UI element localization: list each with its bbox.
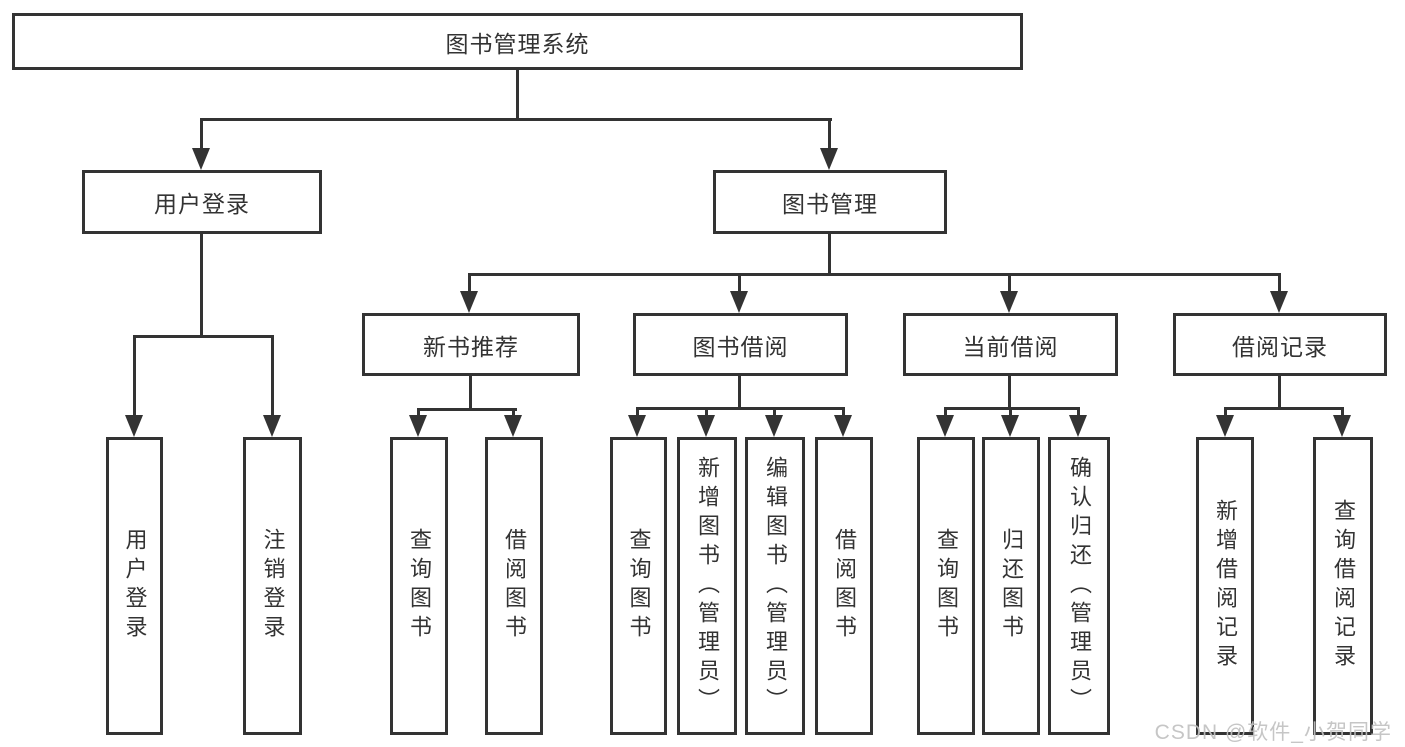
leaf-borrow-books-borrowing-label: 借阅图书 xyxy=(832,528,857,644)
arrow-down-icon xyxy=(125,415,143,437)
node-book-management: 图书管理 xyxy=(713,170,947,234)
node-user-login-label: 用户登录 xyxy=(154,191,250,217)
node-root: 图书管理系统 xyxy=(12,13,1023,70)
connector-line xyxy=(1077,407,1080,417)
leaf-query-books-borrowing-label: 查询图书 xyxy=(626,528,652,644)
node-book-borrowing-label: 图书借阅 xyxy=(692,333,789,360)
node-user-login: 用户登录 xyxy=(82,170,322,234)
leaf-borrow-books-recommend: 借阅图书 xyxy=(485,437,543,735)
leaf-borrow-books-borrowing: 借阅图书 xyxy=(815,437,873,735)
node-new-book-recommend-label: 新书推荐 xyxy=(423,333,519,360)
node-current-borrowing: 当前借阅 xyxy=(903,313,1118,376)
arrow-down-icon xyxy=(1000,291,1018,313)
connector-line xyxy=(133,335,136,419)
leaf-confirm-return-admin: 确认归还（管理员） xyxy=(1048,437,1110,735)
connector-line xyxy=(1008,273,1011,295)
leaf-return-books-label: 归还图书 xyxy=(999,528,1024,644)
connector-line xyxy=(512,408,515,418)
leaf-logout-label: 注销登录 xyxy=(260,528,286,644)
connector-line xyxy=(1278,376,1281,410)
connector-line xyxy=(133,335,274,338)
arrow-down-icon xyxy=(504,415,522,437)
arrow-down-icon xyxy=(192,148,210,170)
leaf-add-book-admin-label: 新增图书（管理员） xyxy=(695,455,720,717)
arrow-down-icon xyxy=(1001,415,1019,437)
leaf-query-books-current: 查询图书 xyxy=(917,437,975,735)
arrow-down-icon xyxy=(820,148,838,170)
leaf-query-borrow-record-label: 查询借阅记录 xyxy=(1331,499,1356,673)
connector-line xyxy=(842,407,845,417)
connector-line xyxy=(468,273,1280,276)
connector-line xyxy=(944,407,1080,410)
leaf-query-books-recommend-label: 查询图书 xyxy=(407,528,432,644)
connector-line xyxy=(1224,407,1227,417)
node-book-borrowing: 图书借阅 xyxy=(633,313,848,376)
connector-line xyxy=(516,70,519,118)
node-borrowing-records: 借阅记录 xyxy=(1173,313,1387,376)
connector-line xyxy=(636,407,639,417)
connector-line xyxy=(468,273,471,295)
connector-line xyxy=(944,407,947,417)
leaf-add-borrow-record: 新增借阅记录 xyxy=(1196,437,1254,735)
node-current-borrowing-label: 当前借阅 xyxy=(962,333,1059,360)
arrow-down-icon xyxy=(628,415,646,437)
connector-line xyxy=(705,407,708,417)
connector-line xyxy=(738,376,741,410)
arrow-down-icon xyxy=(765,415,783,437)
arrow-down-icon xyxy=(1069,415,1087,437)
connector-line xyxy=(200,234,203,335)
leaf-edit-book-admin-label: 编辑图书（管理员） xyxy=(763,455,788,717)
leaf-query-borrow-record: 查询借阅记录 xyxy=(1313,437,1373,735)
connector-line xyxy=(469,376,472,411)
connector-line xyxy=(200,118,832,121)
connector-line xyxy=(1224,407,1344,410)
connector-line xyxy=(1008,376,1011,410)
arrow-down-icon xyxy=(409,415,427,437)
leaf-logout: 注销登录 xyxy=(243,437,302,735)
arrow-down-icon xyxy=(263,415,281,437)
leaf-user-login-label: 用户登录 xyxy=(122,528,148,644)
arrow-down-icon xyxy=(460,291,478,313)
arrow-down-icon xyxy=(697,415,715,437)
leaf-borrow-books-recommend-label: 借阅图书 xyxy=(502,528,527,644)
node-book-management-label: 图书管理 xyxy=(782,191,878,217)
arrow-down-icon xyxy=(1270,291,1288,313)
connector-line xyxy=(1341,407,1344,417)
connector-line xyxy=(773,407,776,417)
node-new-book-recommend: 新书推荐 xyxy=(362,313,580,376)
leaf-query-books-recommend: 查询图书 xyxy=(390,437,448,735)
leaf-confirm-return-admin-label: 确认归还（管理员） xyxy=(1067,455,1092,717)
arrow-down-icon xyxy=(834,415,852,437)
connector-line xyxy=(417,408,420,418)
arrow-down-icon xyxy=(936,415,954,437)
connector-line xyxy=(1009,407,1012,417)
leaf-user-login: 用户登录 xyxy=(106,437,163,735)
leaf-add-book-admin: 新增图书（管理员） xyxy=(677,437,737,735)
connector-line xyxy=(828,234,831,275)
leaf-query-books-current-label: 查询图书 xyxy=(934,528,959,644)
arrow-down-icon xyxy=(730,291,748,313)
leaf-edit-book-admin: 编辑图书（管理员） xyxy=(745,437,805,735)
node-root-label: 图书管理系统 xyxy=(445,30,590,57)
leaf-add-borrow-record-label: 新增借阅记录 xyxy=(1213,499,1238,673)
leaf-return-books: 归还图书 xyxy=(982,437,1040,735)
arrow-down-icon xyxy=(1216,415,1234,437)
connector-line xyxy=(636,407,845,410)
connector-line xyxy=(271,335,274,419)
connector-line xyxy=(200,118,203,152)
arrow-down-icon xyxy=(1333,415,1351,437)
connector-line xyxy=(828,118,831,152)
connector-line xyxy=(1278,273,1281,295)
connector-line xyxy=(738,273,741,295)
leaf-query-books-borrowing: 查询图书 xyxy=(610,437,667,735)
connector-line xyxy=(417,408,517,411)
node-borrowing-records-label: 借阅记录 xyxy=(1232,333,1328,360)
